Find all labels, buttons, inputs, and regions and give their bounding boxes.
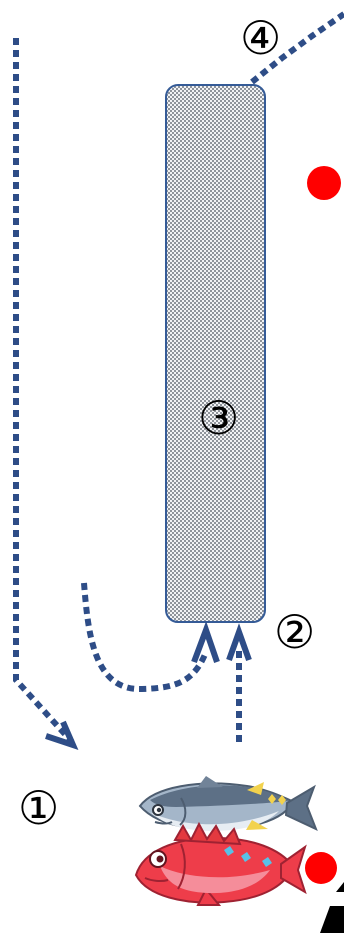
sea-bream-icon	[134, 821, 307, 906]
path-curve-arrow	[81, 582, 209, 693]
label-two: ②	[274, 605, 315, 659]
label-three: ③	[198, 391, 239, 445]
zone-rectangle	[165, 84, 266, 623]
path-arrow-1	[13, 38, 75, 745]
red-dot-top	[307, 166, 341, 200]
arrowhead-2	[226, 623, 252, 662]
tuna-icon	[138, 776, 318, 831]
arrowhead-1	[45, 720, 79, 750]
black-edge-mark	[336, 882, 344, 892]
black-corner-mark	[320, 906, 344, 933]
fish-illustration-icon	[134, 776, 318, 906]
label-four: ④	[240, 11, 281, 65]
arrowhead-curve	[191, 621, 220, 664]
red-dot-bottom	[305, 852, 337, 884]
label-one: ①	[18, 781, 59, 835]
